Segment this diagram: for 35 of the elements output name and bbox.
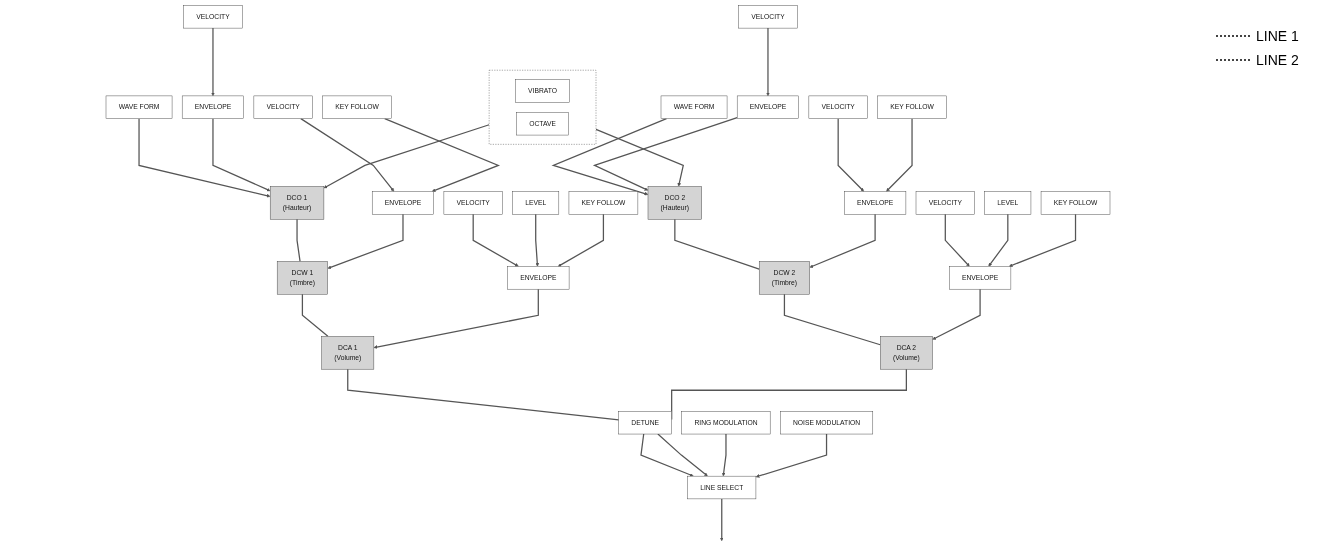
- connector: [301, 293, 329, 337]
- arrow: [592, 116, 738, 191]
- connector: [783, 293, 881, 346]
- arrow: [944, 213, 970, 267]
- connector: [347, 368, 620, 421]
- arrow: [384, 118, 501, 192]
- arrow: [809, 213, 876, 268]
- arrow: [323, 124, 490, 189]
- arrow: [595, 128, 684, 187]
- arrow: [327, 213, 404, 269]
- arrow: [721, 433, 727, 477]
- arrow: [886, 118, 913, 192]
- arrow: [837, 118, 865, 192]
- legend-text: LINE 1: [1256, 28, 1299, 44]
- arrow: [932, 288, 981, 340]
- arrow: [1008, 213, 1077, 267]
- arrow: [211, 27, 215, 97]
- arrow: [535, 213, 540, 267]
- arrow: [373, 288, 539, 349]
- arrow: [138, 118, 271, 198]
- arrow: [212, 118, 271, 192]
- arrow: [640, 433, 694, 477]
- arrow: [557, 213, 605, 267]
- arrow: [719, 498, 724, 542]
- connector: [674, 218, 760, 270]
- arrow: [988, 213, 1009, 267]
- connector: [296, 218, 301, 262]
- cluster: [488, 70, 597, 145]
- legend-text: LINE 2: [1256, 52, 1299, 68]
- arrow: [657, 433, 708, 477]
- arrow: [472, 213, 519, 267]
- arrow: [551, 118, 668, 196]
- arrow: [755, 433, 828, 478]
- arrow: [300, 118, 395, 192]
- arrow: [766, 27, 770, 97]
